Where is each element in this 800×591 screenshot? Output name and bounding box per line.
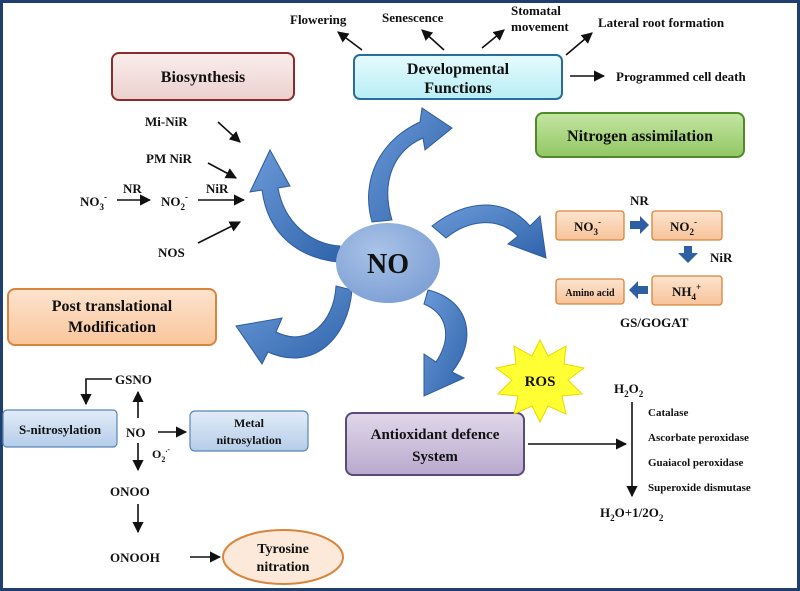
enzyme-ascorbate: Ascorbate peroxidase: [648, 432, 749, 444]
bio-no3: NO3-: [80, 192, 107, 212]
antioxidant-title-1: Antioxidant defence: [371, 427, 500, 443]
metal-nitrosylation-label-1: Metal: [234, 416, 265, 430]
ptm-box: [7, 288, 217, 346]
nitro-no3: NO3-: [574, 217, 601, 237]
pm-nir-label: PM NiR: [146, 151, 192, 166]
nitrogen-title: Nitrogen assimilation: [567, 128, 713, 145]
swirl-arrow-left-down: [235, 285, 353, 365]
ptm-title-1: Post translational: [52, 298, 173, 315]
nitro-arrow-left: [629, 281, 648, 299]
developmental-box: [353, 54, 563, 100]
swirl-arrow-right: [431, 204, 547, 259]
no-center-node: [336, 223, 440, 303]
s-nitrosylation-box: [2, 409, 118, 448]
mi-nir-label: Mi-NiR: [145, 114, 188, 129]
biosynthesis-box: [111, 52, 295, 101]
nitro-nh4-box: [651, 275, 723, 306]
water-product-label: H2O+1/2O2: [600, 505, 664, 523]
biosynthesis-arrows: [117, 121, 246, 244]
amino-acid-box: [555, 278, 625, 305]
enzyme-superoxide: Superoxide dismutase: [648, 482, 751, 494]
superoxide-label: O2.-: [152, 445, 170, 464]
nitro-no2-box: [651, 210, 723, 241]
swirl-arrows: [235, 107, 547, 397]
flowering-label: Flowering: [290, 12, 347, 27]
antioxidant-box: [345, 412, 525, 476]
no-center-label: NO: [367, 249, 409, 280]
nitro-nr-label: NR: [630, 193, 649, 208]
ros-starburst: [494, 338, 586, 424]
nitro-no2: NO2-: [670, 217, 697, 237]
ptm-no-label: NO: [126, 425, 146, 440]
swirl-arrow-top: [368, 107, 453, 223]
lateral-root-label: Lateral root formation: [598, 15, 725, 30]
onooh-label: ONOOH: [110, 550, 160, 565]
nitro-arrow-right: [630, 216, 649, 234]
ptm-title-2: Modification: [68, 319, 156, 336]
nitro-arrow-down: [678, 246, 698, 263]
h2o2-label: H2O2: [614, 381, 644, 399]
ptm-arrows: [80, 378, 222, 563]
tyrosine-label-2: nitration: [257, 560, 310, 575]
developmental-title-1: Developmental: [407, 61, 510, 78]
ros-label: ROS: [525, 374, 556, 390]
gsno-label: GSNO: [115, 372, 152, 387]
antioxidant-title-2: System: [412, 449, 458, 465]
biosynthesis-title: Biosynthesis: [161, 69, 245, 86]
amino-acid-label: Amino acid: [565, 288, 615, 299]
swirl-arrow-bottom: [423, 289, 468, 397]
bio-nir-label: NiR: [206, 181, 229, 196]
enzyme-guaiacol: Guaiacol peroxidase: [648, 457, 744, 469]
metal-nitrosylation-label-2: nitrosylation: [216, 433, 281, 447]
antioxidant-arrows: [528, 402, 638, 498]
onoo-label: ONOO: [110, 484, 150, 499]
developmental-output-arrows: [337, 29, 606, 82]
metal-nitrosylation-box: [189, 410, 309, 452]
swirl-arrow-left-up: [249, 148, 341, 263]
nos-label: NOS: [158, 245, 185, 260]
nitro-nir-label: NiR: [710, 250, 733, 265]
tyrosine-nitration-node: [222, 529, 344, 585]
tyrosine-label-1: Tyrosine: [257, 542, 309, 557]
bio-no2: NO2-: [161, 192, 188, 212]
nitro-no3-box: [555, 210, 625, 241]
bio-nr-label: NR: [123, 181, 142, 196]
gs-gogat-label: GS/GOGAT: [620, 315, 689, 330]
senescence-label: Senescence: [382, 10, 444, 25]
enzyme-catalase: Catalase: [648, 407, 688, 419]
developmental-title-2: Functions: [424, 80, 492, 97]
s-nitrosylation-label: S-nitrosylation: [19, 422, 102, 437]
stomatal-label-2: movement: [511, 19, 569, 34]
stomatal-label-1: Stomatal: [511, 3, 561, 18]
programmed-death-label: Programmed cell death: [616, 69, 746, 84]
nitro-nh4: NH4+: [672, 282, 701, 302]
nitrogen-box: [535, 112, 745, 158]
